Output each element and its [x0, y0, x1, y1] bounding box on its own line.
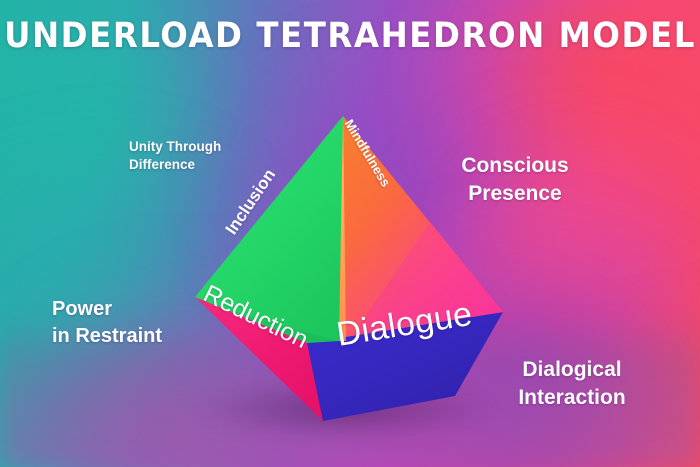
label-dialogical-interaction: Dialogical Interaction	[518, 358, 626, 410]
label-conscious-presence: Conscious Presence	[461, 154, 569, 205]
label-power-in-restraint: Power in Restraint	[52, 298, 163, 347]
face-lower-left-magenta	[195, 297, 323, 421]
face-green-shade	[195, 297, 339, 343]
face-upper-left-green	[195, 116, 343, 343]
face-lower-right-blue	[307, 312, 503, 421]
page-title: UNDERLOAD TETRAHEDRON MODEL	[4, 16, 696, 56]
edge-highlight-center	[339, 116, 346, 341]
label-unity-through-difference: Unity Through Difference	[129, 139, 222, 173]
face-upper-right-blend	[307, 116, 503, 343]
